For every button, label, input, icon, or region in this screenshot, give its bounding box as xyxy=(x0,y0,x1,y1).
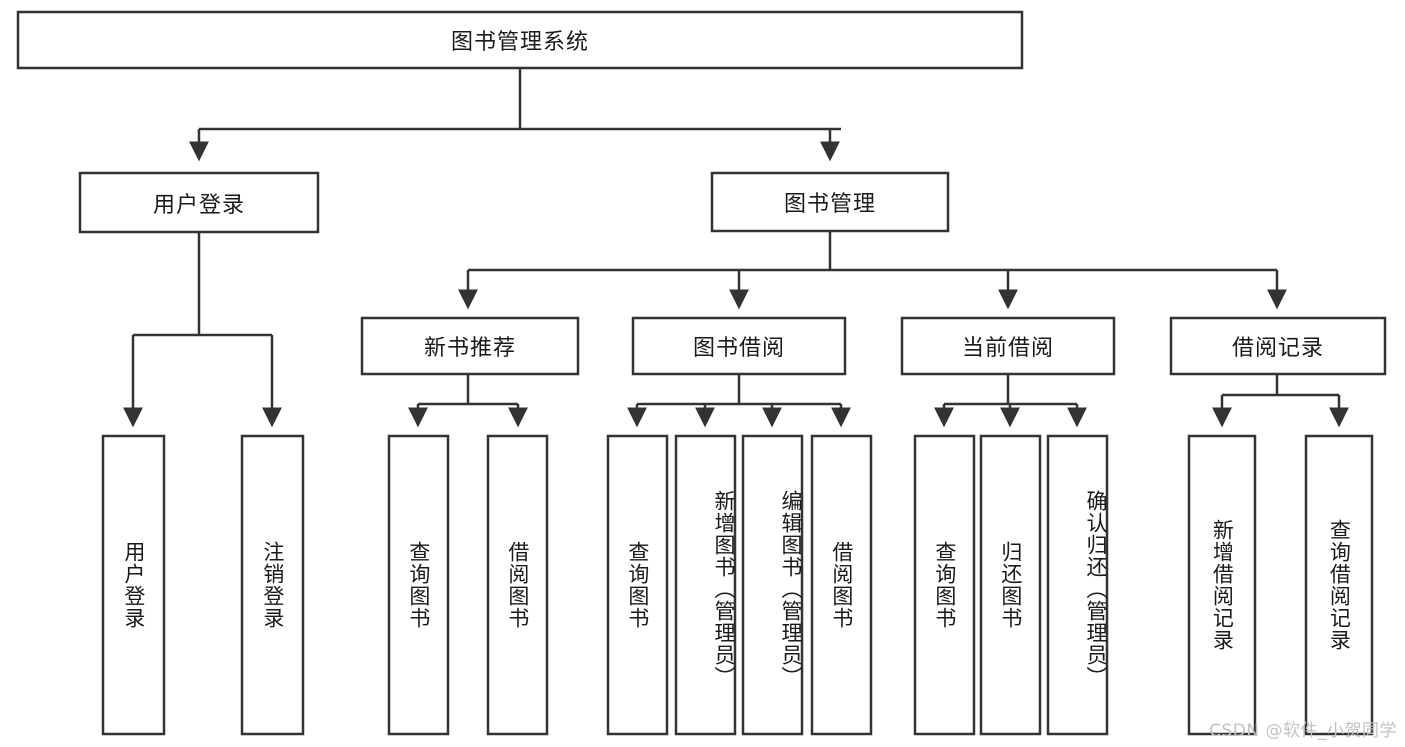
node-user-login[interactable] xyxy=(78,171,320,234)
node-book-manage[interactable] xyxy=(710,171,950,233)
csdn-watermark: CSDN @软件_小贺同学 xyxy=(1209,721,1397,741)
connector-group-new-book-to-leaves xyxy=(408,374,528,428)
connector-group-borrow-record-to-leaves xyxy=(1212,374,1349,428)
leaf-book-borrow-2[interactable] xyxy=(741,434,804,736)
leaf-new-book-1[interactable] xyxy=(486,434,549,736)
leaf-borrow-record-1[interactable] xyxy=(1304,434,1374,736)
node-borrow-record[interactable] xyxy=(1169,316,1387,376)
node-current-borrow[interactable] xyxy=(900,316,1116,376)
leaf-current-borrow-1[interactable] xyxy=(979,434,1042,736)
node-book-borrow[interactable] xyxy=(631,316,847,376)
leaf-book-borrow-1[interactable] xyxy=(674,434,737,736)
connector-group-current-borrow-to-leaves xyxy=(934,374,1087,428)
leaf-user-login-0[interactable] xyxy=(101,434,166,736)
connector-group-root-to-level1 xyxy=(189,68,841,162)
leaf-new-book-0[interactable] xyxy=(387,434,450,736)
connector-group-user-login-to-leaves xyxy=(123,232,282,428)
leaf-borrow-record-0[interactable] xyxy=(1187,434,1257,736)
leaf-user-login-1[interactable] xyxy=(240,434,305,736)
leaf-book-borrow-3[interactable] xyxy=(810,434,873,736)
connector-group-book-borrow-to-leaves xyxy=(627,374,851,428)
leaf-current-borrow-0[interactable] xyxy=(913,434,976,736)
node-root[interactable] xyxy=(16,10,1024,70)
leaf-current-borrow-2[interactable] xyxy=(1046,434,1109,736)
connector-group-book-manage-to-level2 xyxy=(458,231,1287,310)
node-new-book-recommend[interactable] xyxy=(360,316,580,376)
leaf-book-borrow-0[interactable] xyxy=(606,434,669,736)
